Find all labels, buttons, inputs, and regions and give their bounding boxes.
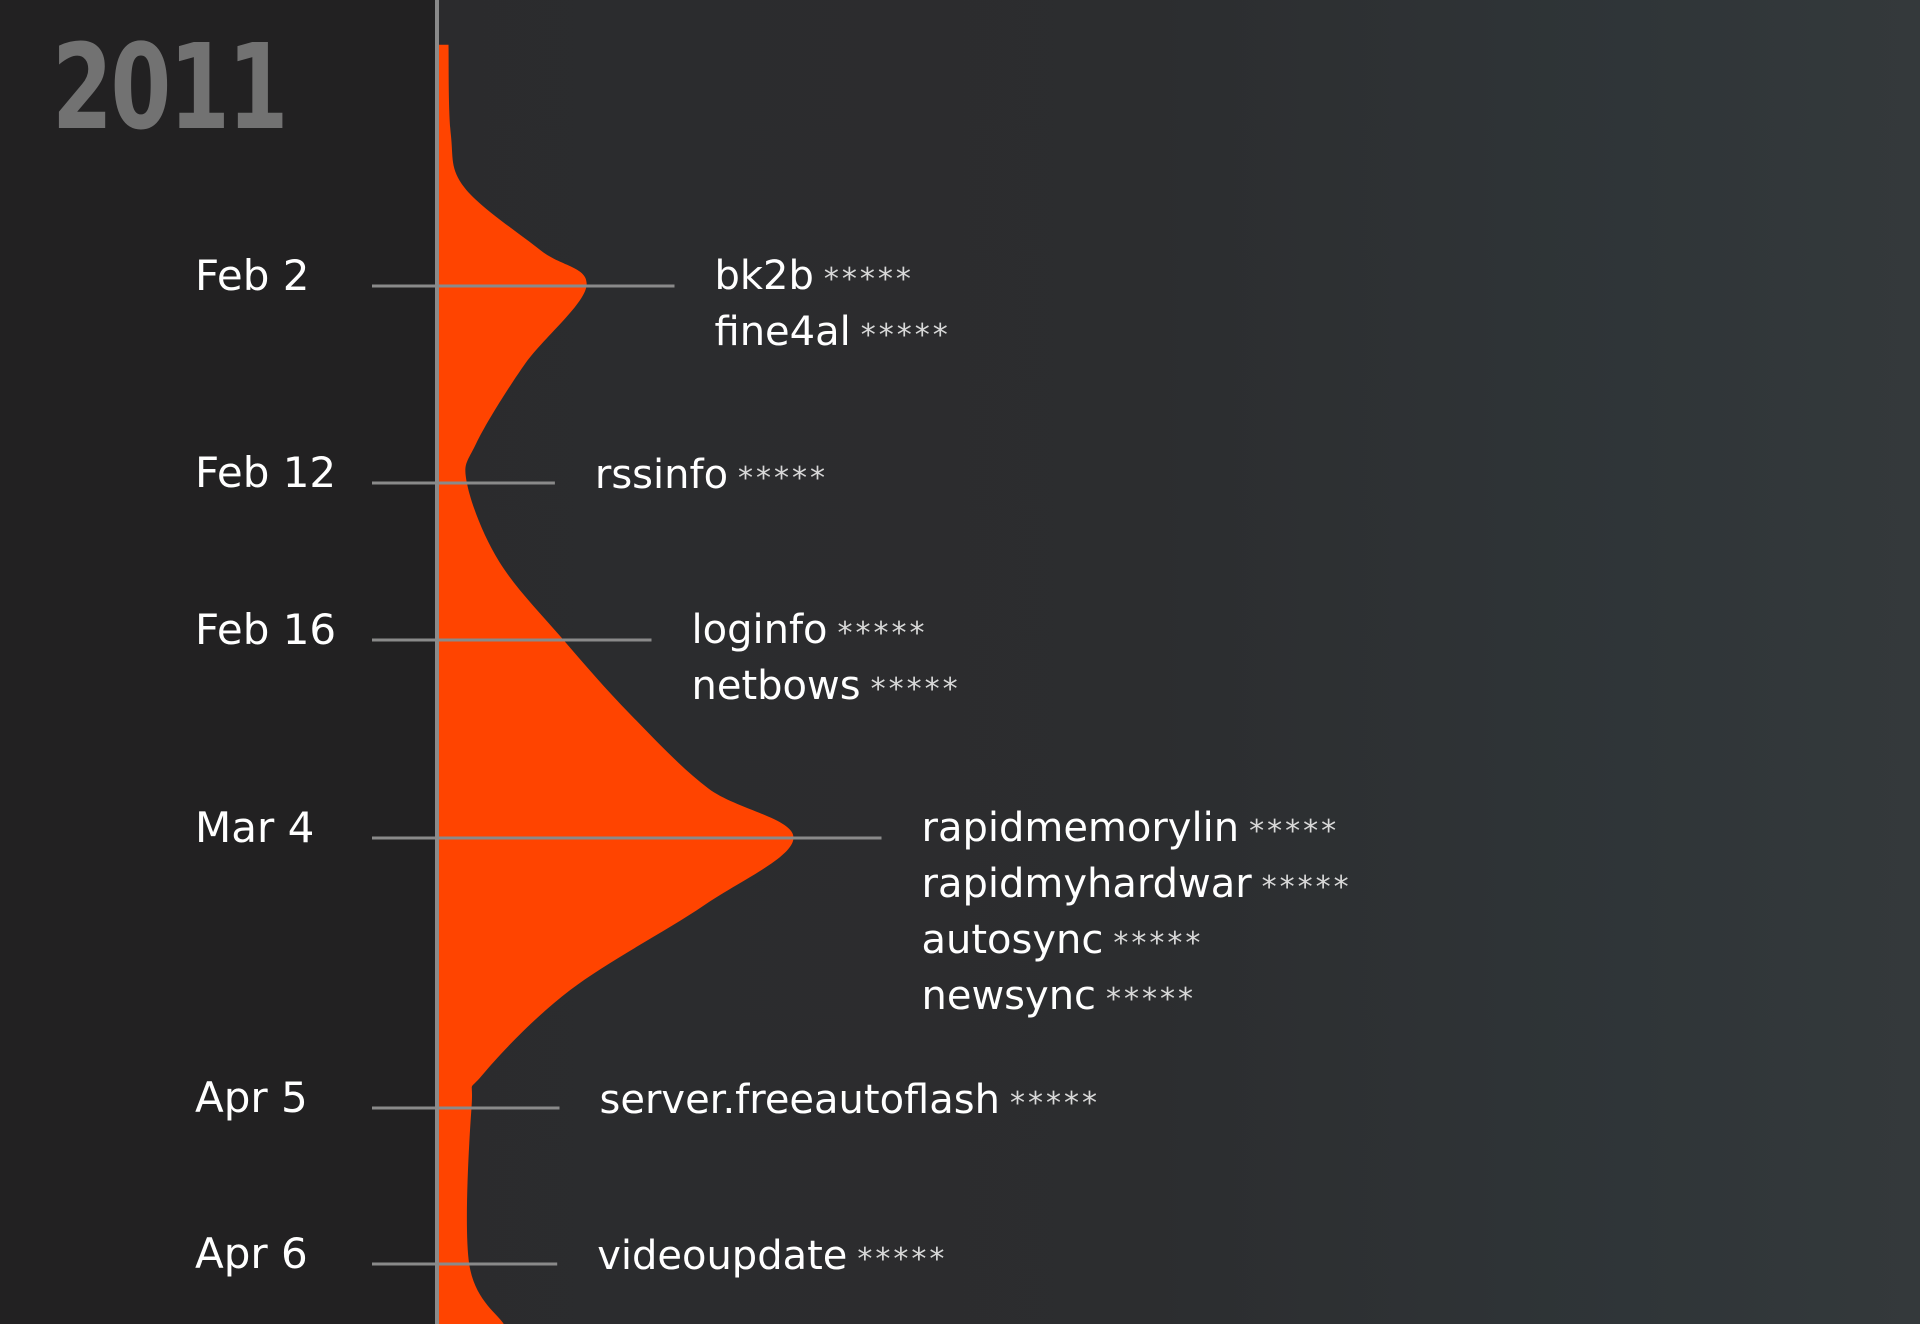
event-item-name: rssinfo (594, 452, 729, 498)
event-item-name: netbows (691, 663, 861, 709)
rating-stars: ***** (1113, 926, 1204, 961)
event-item-name: videoupdate (597, 1233, 848, 1279)
event-item-name: newsync (921, 973, 1097, 1019)
event-item-name: server.freeautoflash (599, 1077, 1000, 1123)
rating-stars: ***** (860, 318, 951, 353)
date-label: Feb 16 (195, 605, 337, 654)
event-item[interactable]: videoupdate ***** (597, 1236, 947, 1276)
event-item-name: bk2b (714, 253, 814, 299)
event-item[interactable]: server.freeautoflash ***** (600, 1080, 1100, 1120)
rating-stars: ***** (823, 262, 914, 297)
date-label: Apr 5 (195, 1073, 308, 1122)
date-label: Feb 12 (195, 448, 337, 497)
event-item[interactable]: autosync ***** (922, 920, 1204, 960)
event-item[interactable]: bk2b ***** (715, 256, 914, 296)
event-item-name: autosync (921, 917, 1104, 963)
event-item-name: rapidmemorylin (921, 805, 1240, 851)
event-item-name: rapidmyhardwar (921, 861, 1252, 907)
event-item[interactable]: rssinfo ***** (595, 455, 828, 495)
event-item[interactable]: fine4al ***** (715, 312, 951, 352)
date-label: Feb 2 (195, 251, 310, 300)
rating-stars: ***** (1009, 1086, 1100, 1121)
event-item[interactable]: netbows ***** (692, 666, 961, 706)
year-heading: 2011 (52, 18, 288, 156)
rating-stars: ***** (857, 1242, 948, 1277)
date-label: Mar 4 (195, 803, 315, 852)
event-item-name: loginfo (691, 607, 828, 653)
rating-stars: ***** (837, 616, 928, 651)
event-item[interactable]: rapidmemorylin ***** (922, 808, 1340, 848)
rating-stars: ***** (1261, 870, 1352, 905)
event-item[interactable]: loginfo ***** (692, 610, 928, 650)
event-item[interactable]: rapidmyhardwar ***** (922, 864, 1352, 904)
date-label: Apr 6 (195, 1229, 308, 1278)
sidebar-panel (0, 0, 435, 1324)
rating-stars: ***** (1106, 982, 1197, 1017)
event-item[interactable]: newsync ***** (922, 976, 1197, 1016)
rating-stars: ***** (738, 461, 829, 496)
event-item-name: fine4al (714, 309, 851, 355)
density-area (437, 44, 794, 1324)
rating-stars: ***** (870, 672, 961, 707)
rating-stars: ***** (1249, 814, 1340, 849)
